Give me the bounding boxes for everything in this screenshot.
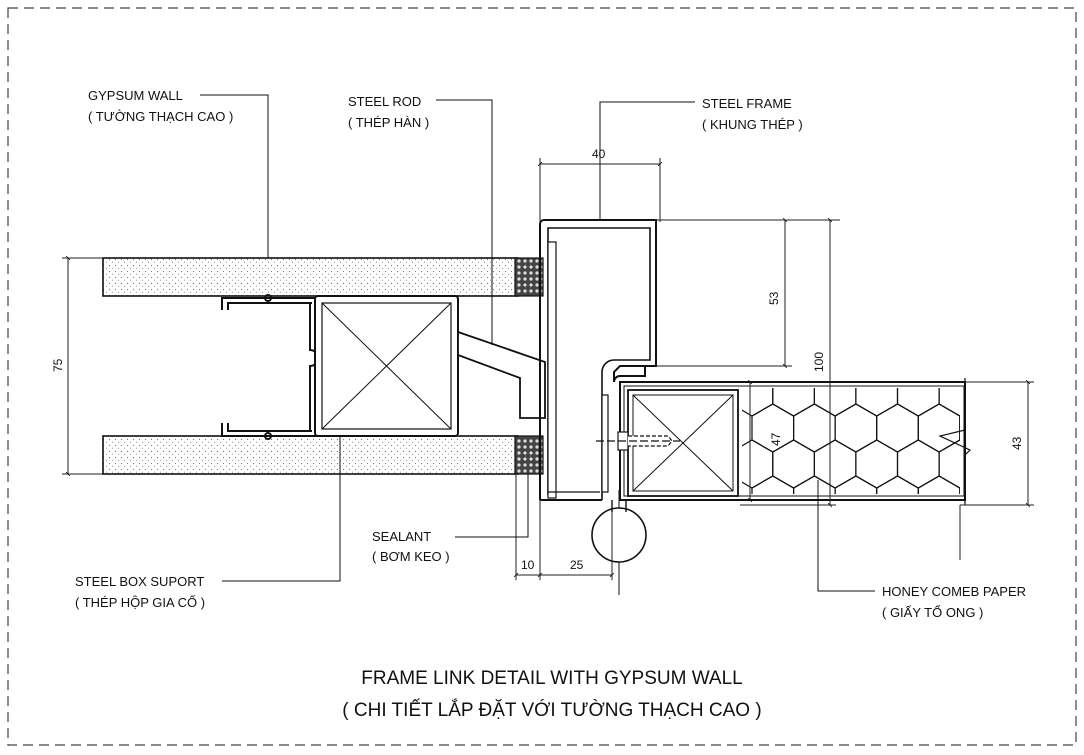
honeycomb-cell xyxy=(959,415,960,441)
label-honeycomb-vi: ( GIẤY TỔ ONG ) xyxy=(882,605,983,620)
honeycomb-cell xyxy=(981,368,1023,416)
honeycomb-cell xyxy=(876,475,919,494)
label-sealant-vi: ( BƠM KEO ) xyxy=(372,549,450,564)
label-sealant: SEALANT xyxy=(372,529,431,544)
label-steel-rod: STEEL ROD xyxy=(348,94,421,109)
dim-53: 53 xyxy=(767,291,781,305)
dim-47: 47 xyxy=(769,432,783,446)
label-honeycomb: HONEY COMEB PAPER xyxy=(882,584,1026,599)
break-line xyxy=(938,378,972,505)
label-steel-frame-vi: ( KHUNG THÉP ) xyxy=(702,117,803,132)
honeycomb-cell xyxy=(834,475,878,494)
label-steel-frame: STEEL FRAME xyxy=(702,96,792,111)
title-line-1: FRAME LINK DETAIL WITH GYPSUM WALL xyxy=(361,668,742,689)
leader-lines xyxy=(200,94,875,592)
honeycomb-cell xyxy=(959,487,960,494)
dim-10: 10 xyxy=(521,558,535,572)
honeycomb-cell xyxy=(751,475,795,494)
c-stud xyxy=(221,294,319,440)
label-gypsum-wall: GYPSUM WALL xyxy=(88,88,183,103)
screw xyxy=(596,431,680,451)
label-steel-box: STEEL BOX SUPORT xyxy=(75,574,204,589)
honeycomb-cell xyxy=(917,475,960,494)
dim-100: 100 xyxy=(812,352,826,372)
dim-25: 25 xyxy=(570,558,584,572)
sealant-blocks xyxy=(514,257,544,475)
steel-rod xyxy=(457,330,546,419)
dim-40: 40 xyxy=(592,147,606,161)
hinge xyxy=(591,490,647,595)
sheet-border xyxy=(7,7,1077,746)
steel-box-support xyxy=(314,295,459,437)
steel-frame xyxy=(539,219,657,501)
label-gypsum-wall-vi: ( TƯỜNG THẠCH CAO ) xyxy=(88,109,233,124)
dim-43: 43 xyxy=(1010,436,1024,450)
label-steel-box-vi: ( THÉP HỘP GIA CỐ ) xyxy=(75,595,205,610)
title-line-2: ( CHI TIẾT LẮP ĐẶT VỚI TƯỜNG THẠCH CAO ) xyxy=(342,699,761,721)
honeycomb-cell xyxy=(792,475,836,494)
label-steel-rod-vi: ( THÉP HÀN ) xyxy=(348,115,429,130)
dimension-lines xyxy=(62,158,1034,580)
gypsum-wall xyxy=(102,257,519,475)
dim-75: 75 xyxy=(51,358,65,372)
